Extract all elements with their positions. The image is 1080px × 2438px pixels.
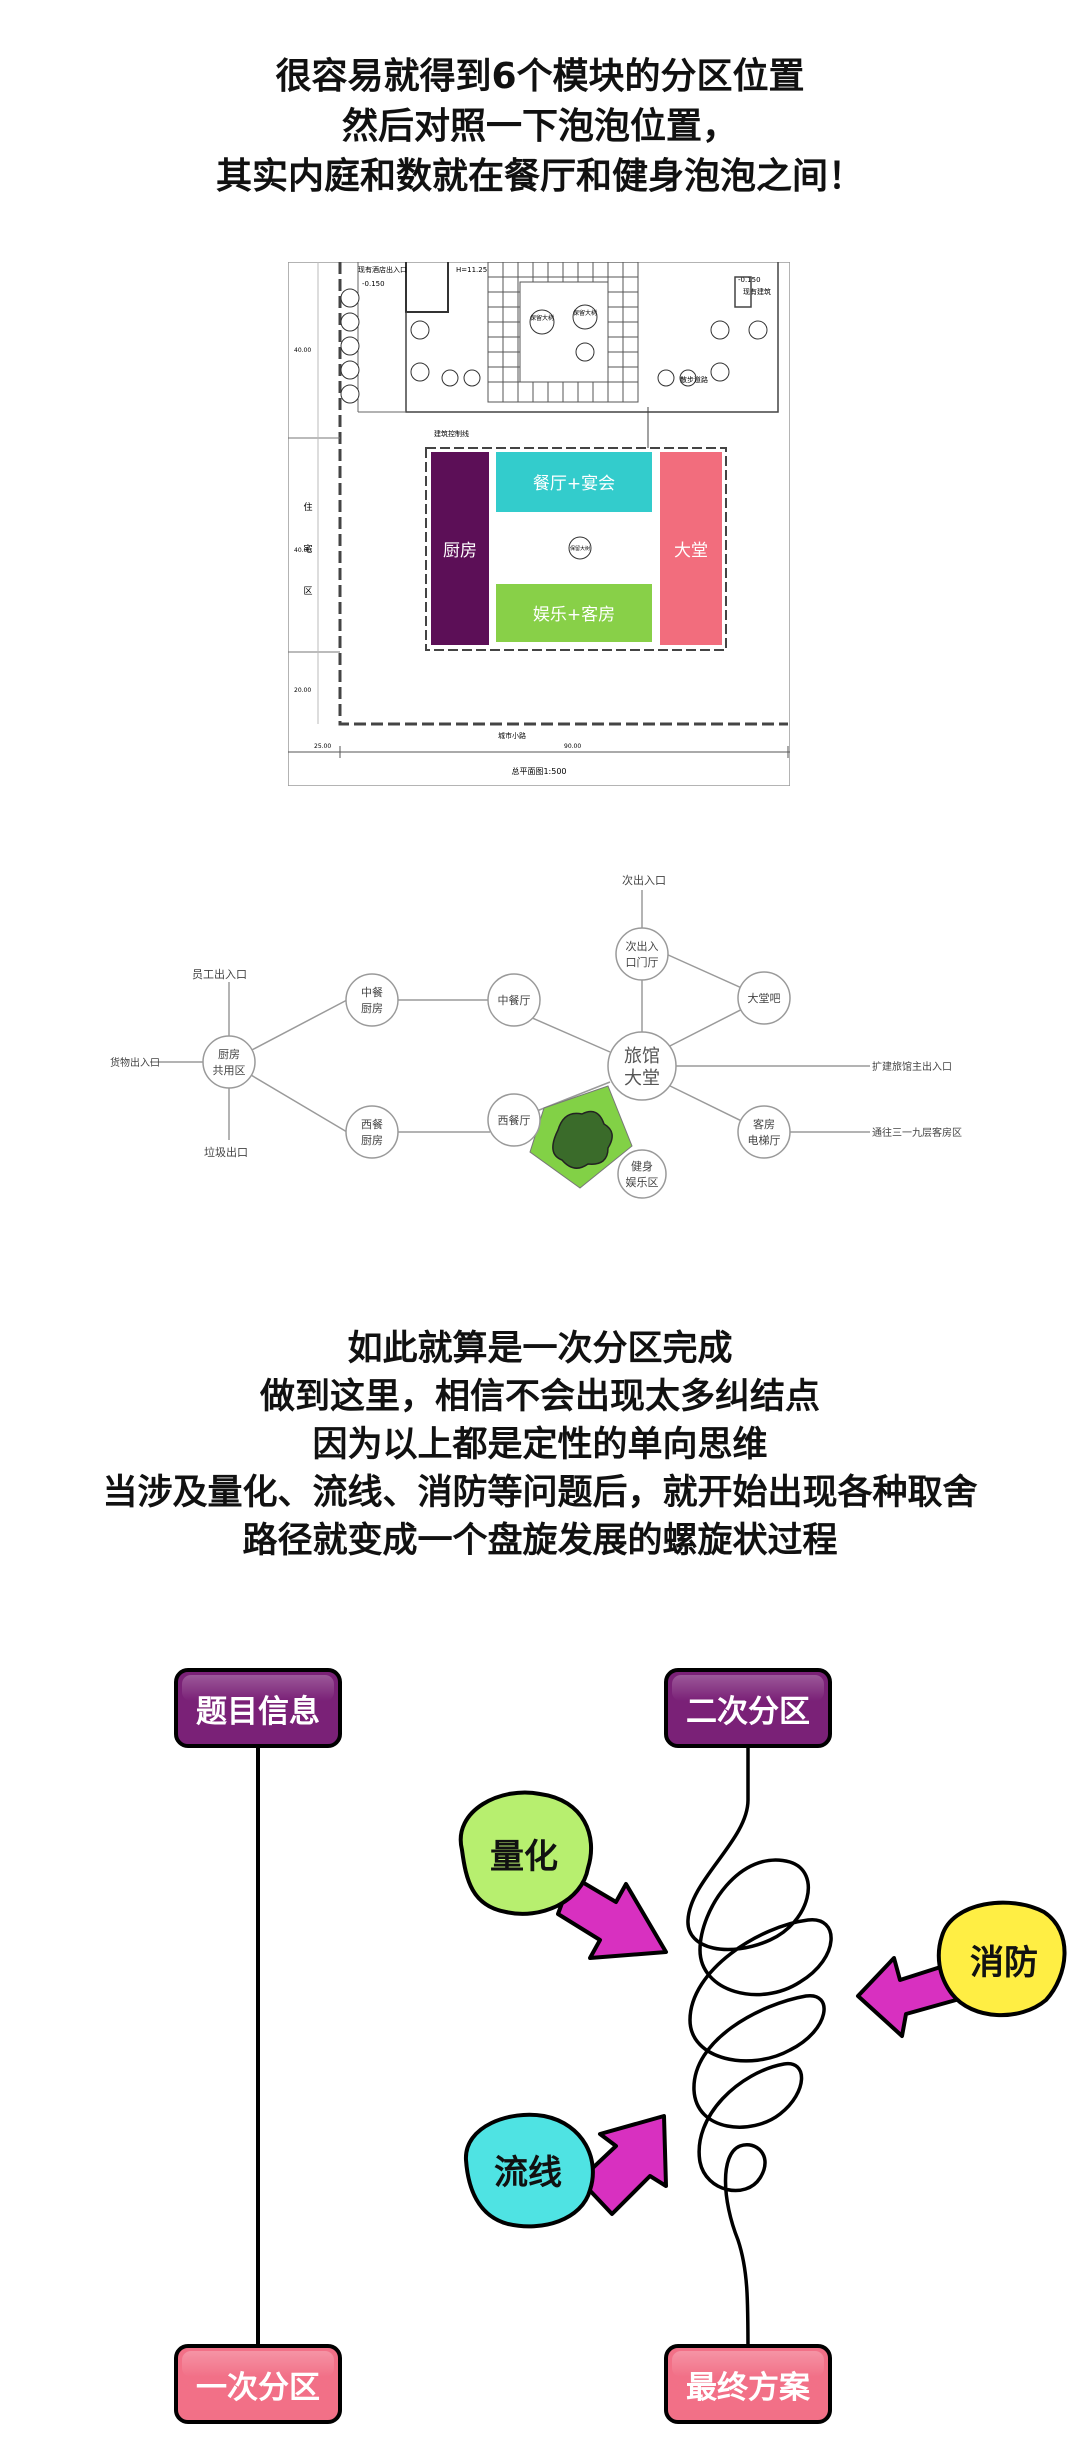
pedestrian-label: 散步道路: [680, 375, 708, 384]
box-topic-info-label: 题目信息: [196, 1694, 320, 1730]
top-heading: 很容易就得到6个模块的分区位置 然后对照一下泡泡位置， 其实内庭和数就在餐厅和健…: [0, 52, 1080, 202]
bubble-circulation: 流线: [463, 2112, 595, 2229]
edge-staff-entrance: 员工出入口: [192, 967, 247, 981]
tree-icon: [552, 1110, 613, 1169]
zone-dining-label: 餐厅+宴会: [533, 474, 615, 494]
box-final-plan-label: 最终方案: [686, 2370, 811, 2406]
height-note: H=11.25: [456, 266, 487, 274]
tree-label: 保留大树: [573, 309, 597, 317]
node-fitness: 健身: [631, 1159, 653, 1173]
edge-guest-rooms: 通往三一九层客房区: [872, 1126, 962, 1139]
tree-label: 保留大树: [570, 545, 590, 552]
mid-heading: 如此就算是一次分区完成 做到这里，相信不会出现太多纠结点 因为以上都是定性的单向…: [0, 1325, 1080, 1565]
spiral-diagram: 题目信息 一次分区 二次分区 最终方案 量化 消防 流线: [174, 1668, 1067, 2424]
heading-line: 路径就变成一个盘旋发展的螺旋状过程: [242, 1521, 838, 1561]
outline-note: 建筑控制线: [434, 429, 469, 438]
zone-lobby-label: 大堂: [674, 541, 708, 561]
bubble-quantify-label: 量化: [490, 1837, 558, 1877]
node-lobby: 大堂: [624, 1068, 660, 1089]
node-fitness: 娱乐区: [626, 1175, 659, 1189]
node-lobby: 旅馆: [624, 1046, 660, 1067]
edge-main-entrance: 扩建旅馆主出入口: [872, 1060, 952, 1073]
dim-label: 20.00: [294, 687, 311, 694]
zone-lobby: [660, 452, 722, 645]
node-western-kitchen: 厨房: [361, 1134, 383, 1147]
node-secondary-entrance: 次出入: [626, 939, 659, 953]
node-kitchen-public: 厨房: [218, 1048, 240, 1061]
residential-label: 住: [303, 501, 312, 513]
tree-label: 保留大树: [530, 314, 554, 322]
heading-line: 然后对照一下泡泡位置，: [341, 106, 738, 147]
bubble-diagram: 厨房 共用区 中餐 厨房 西餐 厨房 中餐厅 西餐厅 次出入 口门厅 大堂吧 客…: [110, 873, 962, 1199]
residential-label: 区: [303, 586, 312, 597]
site-plan-drawing: 保留大树 保留大树 现有酒店出入口 -0.150 H=11.25 -0.150 …: [288, 262, 790, 786]
node-chinese-kitchen: 厨房: [361, 1002, 383, 1015]
heading-line: 当涉及量化、流线、消防等问题后，就开始出现各种取舍: [102, 1473, 978, 1513]
box-topic-info: 题目信息: [174, 1668, 342, 1748]
zone-dining: [496, 452, 652, 512]
elevation-left: -0.150: [362, 280, 385, 288]
edge-cargo-entrance: 货物出入口: [110, 1056, 160, 1069]
box-first-zoning: 一次分区: [174, 2344, 342, 2424]
heading-line: 其实内庭和数就在餐厅和健身泡泡之间！: [215, 156, 864, 197]
node-chinese-kitchen: 中餐: [361, 985, 383, 999]
arrow-fire: [856, 1956, 958, 2038]
arrow-circulation: [578, 2114, 668, 2216]
box-first-zoning-label: 一次分区: [196, 2370, 320, 2406]
dim-label: 90.00: [564, 743, 581, 750]
node-lobby-bar: 大堂吧: [748, 991, 781, 1005]
node-kitchen-public: 共用区: [213, 1064, 246, 1077]
spiral-path: [686, 1736, 833, 2357]
node-chinese-restaurant: 中餐厅: [498, 993, 531, 1007]
edge-garbage-exit: 垃圾出口: [204, 1145, 248, 1159]
box-second-zoning-label: 二次分区: [686, 1694, 810, 1730]
residential-label: 宅: [303, 543, 312, 555]
dim-label: 40.00: [294, 347, 311, 354]
zone-entertainment-label: 娱乐+客房: [533, 605, 615, 625]
heading-line: 很容易就得到6个模块的分区位置: [275, 56, 805, 97]
edge-secondary-exit: 次出入口: [622, 873, 666, 887]
zone-kitchen: [431, 452, 489, 645]
heading-line: 因为以上都是定性的单向思维: [312, 1425, 768, 1465]
scale-caption: 总平面图1:500: [511, 766, 566, 776]
elevation-right: -0.150: [738, 276, 761, 284]
bubble-quantify: 量化: [458, 1790, 594, 1916]
dim-label: 40.00: [294, 547, 311, 554]
bubble-fire-protection-label: 消防: [970, 1943, 1038, 1983]
node-western-kitchen: 西餐: [361, 1117, 383, 1131]
node-western-restaurant: 西餐厅: [498, 1113, 531, 1127]
node-guest-hall: 客房: [753, 1117, 775, 1131]
heading-line: 如此就算是一次分区完成: [347, 1329, 733, 1369]
zone-kitchen-label: 厨房: [443, 541, 477, 561]
node-guest-hall: 电梯厅: [748, 1134, 781, 1147]
bubble-fire-protection: 消防: [936, 1900, 1067, 2018]
new-note: 现有建筑: [743, 287, 771, 296]
box-second-zoning: 二次分区: [664, 1668, 832, 1748]
zone-entertainment: [496, 584, 652, 642]
entrance-note: 现有酒店出入口: [358, 265, 407, 274]
node-secondary-entrance: 口门厅: [626, 955, 659, 969]
road-label: 城市小路: [498, 731, 526, 740]
box-final-plan: 最终方案: [664, 2344, 832, 2424]
arrow-quantify: [556, 1874, 668, 1960]
heading-line: 做到这里，相信不会出现太多纠结点: [259, 1377, 820, 1417]
bubble-circulation-label: 流线: [494, 2153, 562, 2193]
dim-label: 25.00: [314, 743, 331, 750]
